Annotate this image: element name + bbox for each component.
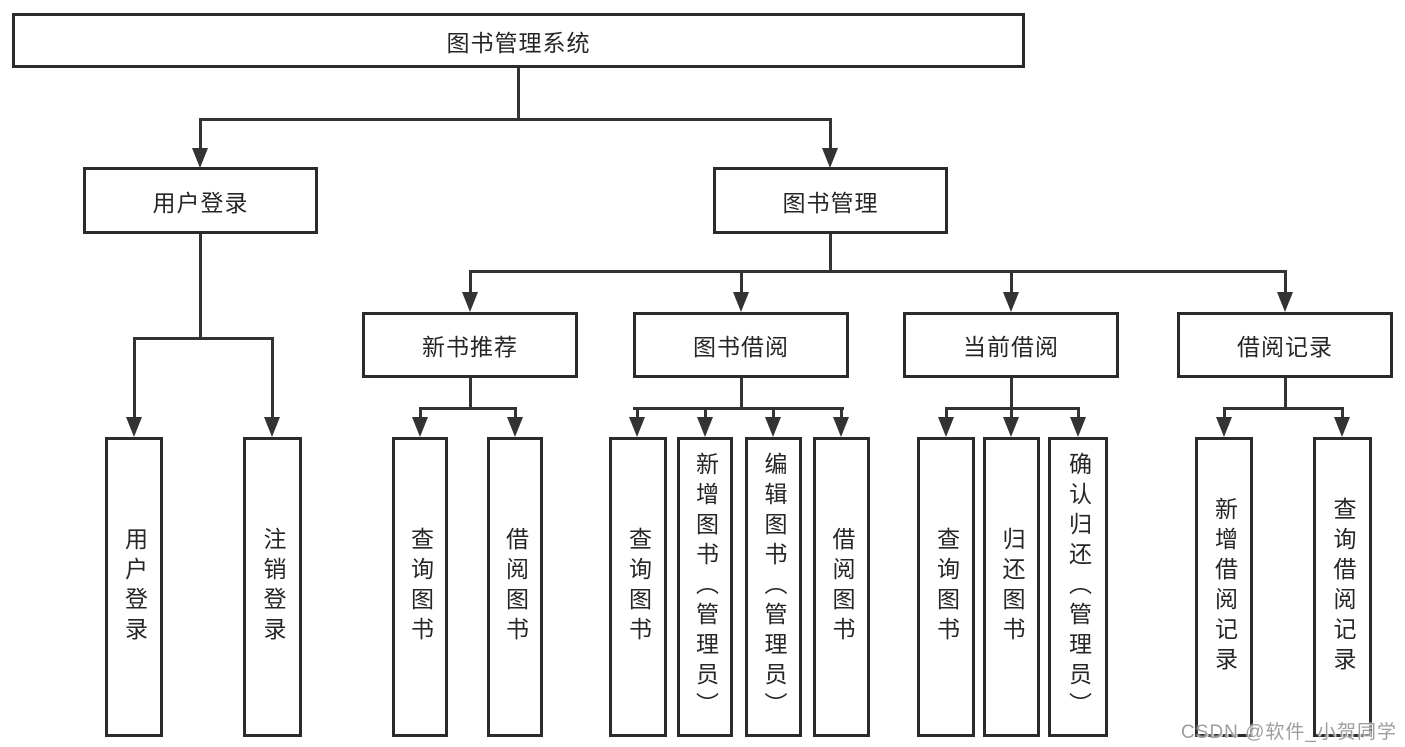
node-current-borrowing-label: 当前借阅	[963, 334, 1059, 360]
leaf-query-books-current: 查询图书	[917, 437, 975, 737]
leaf-borrow-books: 借阅图书	[813, 437, 870, 737]
arrow-down-user-login	[192, 148, 208, 168]
connector-leaf-drop	[740, 270, 743, 293]
arrow-down	[765, 417, 781, 437]
leaf-edit-books-admin-label: 编辑图书（管理员）	[761, 452, 787, 722]
node-book-borrowing: 图书借阅	[633, 312, 849, 378]
leaf-query-borrow-record: 查询借阅记录	[1313, 437, 1372, 737]
node-book-management-label: 图书管理	[782, 189, 879, 216]
leaf-confirm-return-admin: 确认归还（管理员）	[1048, 437, 1108, 737]
node-book-management: 图书管理	[713, 167, 948, 234]
connector-leaf-drop	[271, 337, 274, 417]
node-current-borrowing: 当前借阅	[903, 312, 1119, 378]
arrow-down	[697, 417, 713, 437]
connector-leaf-drop	[772, 407, 775, 419]
arrow-down	[1216, 417, 1232, 437]
leaf-query-borrow-record-label: 查询借阅记录	[1330, 497, 1356, 677]
node-borrowing-records: 借阅记录	[1177, 312, 1393, 378]
leaf-user-login: 用户登录	[105, 437, 163, 737]
connector-leaf-drop	[1284, 270, 1287, 293]
leaf-return-books-label: 归还图书	[999, 527, 1025, 647]
connector-leaf-drop	[419, 407, 422, 419]
arrow-down	[126, 417, 142, 437]
leaf-logout-label: 注销登录	[260, 527, 286, 647]
watermark: CSDN @软件_小贺同学	[1181, 722, 1397, 743]
leaf-user-login-label: 用户登录	[121, 527, 148, 647]
leaf-add-books-admin: 新增图书（管理员）	[677, 437, 733, 737]
arrow-down	[507, 417, 523, 437]
connector-leaf-drop	[704, 407, 707, 419]
leaf-borrow-books-recommend-label: 借阅图书	[502, 527, 529, 647]
node-book-borrowing-label: 图书借阅	[693, 334, 789, 360]
connector-leaf-drop	[1077, 407, 1080, 419]
connector-user-login-stem	[199, 234, 202, 338]
connector-leaf-drop	[1341, 407, 1344, 419]
arrow-down	[733, 292, 749, 312]
arrow-down	[629, 417, 645, 437]
connector-book-mgmt-drop	[829, 118, 832, 148]
connector-leaf-drop	[840, 407, 843, 419]
connector-leaf-drop	[469, 270, 472, 293]
arrow-down	[412, 417, 428, 437]
connector-leaf-drop	[636, 407, 639, 419]
leaf-query-books-current-label: 查询图书	[933, 527, 960, 647]
connector-leaf-drop	[1010, 270, 1013, 293]
connector-new-book-stem	[469, 378, 472, 409]
connector-level3-rail	[470, 270, 1286, 273]
arrow-down	[1277, 292, 1293, 312]
node-root: 图书管理系统	[12, 13, 1025, 68]
arrow-down	[1070, 417, 1086, 437]
connector-current-borrowing-stem	[1010, 378, 1013, 409]
leaf-edit-books-admin: 编辑图书（管理员）	[745, 437, 802, 737]
leaf-query-books-borrow: 查询图书	[609, 437, 667, 737]
arrow-down-book-mgmt	[822, 148, 838, 168]
connector-level2-rail	[199, 118, 832, 121]
leaf-add-books-admin-label: 新增图书（管理员）	[692, 452, 719, 722]
connector-borrowing-records-stem	[1284, 378, 1287, 409]
connector-leaf-drop	[945, 407, 948, 419]
leaf-query-books-recommend: 查询图书	[392, 437, 448, 737]
connector-borrowing-records-rail	[1223, 407, 1344, 410]
arrow-down	[462, 292, 478, 312]
arrow-down	[1003, 417, 1019, 437]
connector-new-book-rail	[420, 407, 517, 410]
connector-book-borrowing-stem	[740, 378, 743, 409]
leaf-borrow-books-recommend: 借阅图书	[487, 437, 543, 737]
node-root-label: 图书管理系统	[446, 29, 591, 56]
node-user-login-label: 用户登录	[152, 189, 249, 216]
connector-leaf-drop	[514, 407, 517, 419]
connector-book-mgmt-stem	[829, 234, 832, 273]
arrow-down	[938, 417, 954, 437]
node-new-book-recommendation: 新书推荐	[362, 312, 578, 378]
arrow-down	[264, 417, 280, 437]
connector-book-borrowing-rail	[633, 407, 844, 410]
leaf-add-borrow-record: 新增借阅记录	[1195, 437, 1253, 737]
node-new-book-label: 新书推荐	[422, 334, 518, 360]
node-user-login: 用户登录	[83, 167, 318, 234]
connector-leaf-drop	[133, 337, 136, 417]
arrow-down	[1003, 292, 1019, 312]
node-borrowing-records-label: 借阅记录	[1237, 334, 1333, 360]
leaf-return-books: 归还图书	[983, 437, 1040, 737]
connector-leaf-drop	[1010, 407, 1013, 419]
connector-user-login-rail	[134, 337, 274, 340]
connector-leaf-drop	[1223, 407, 1226, 419]
connector-user-login-drop	[199, 118, 202, 148]
arrow-down	[1334, 417, 1350, 437]
leaf-query-books-recommend-label: 查询图书	[407, 527, 434, 647]
connector-root-stem	[517, 68, 520, 119]
leaf-borrow-books-label: 借阅图书	[829, 527, 855, 647]
leaf-add-borrow-record-label: 新增借阅记录	[1211, 497, 1238, 677]
leaf-confirm-return-admin-label: 确认归还（管理员）	[1065, 452, 1092, 722]
leaf-logout: 注销登录	[243, 437, 302, 737]
arrow-down	[833, 417, 849, 437]
leaf-query-books-borrow-label: 查询图书	[625, 527, 652, 647]
